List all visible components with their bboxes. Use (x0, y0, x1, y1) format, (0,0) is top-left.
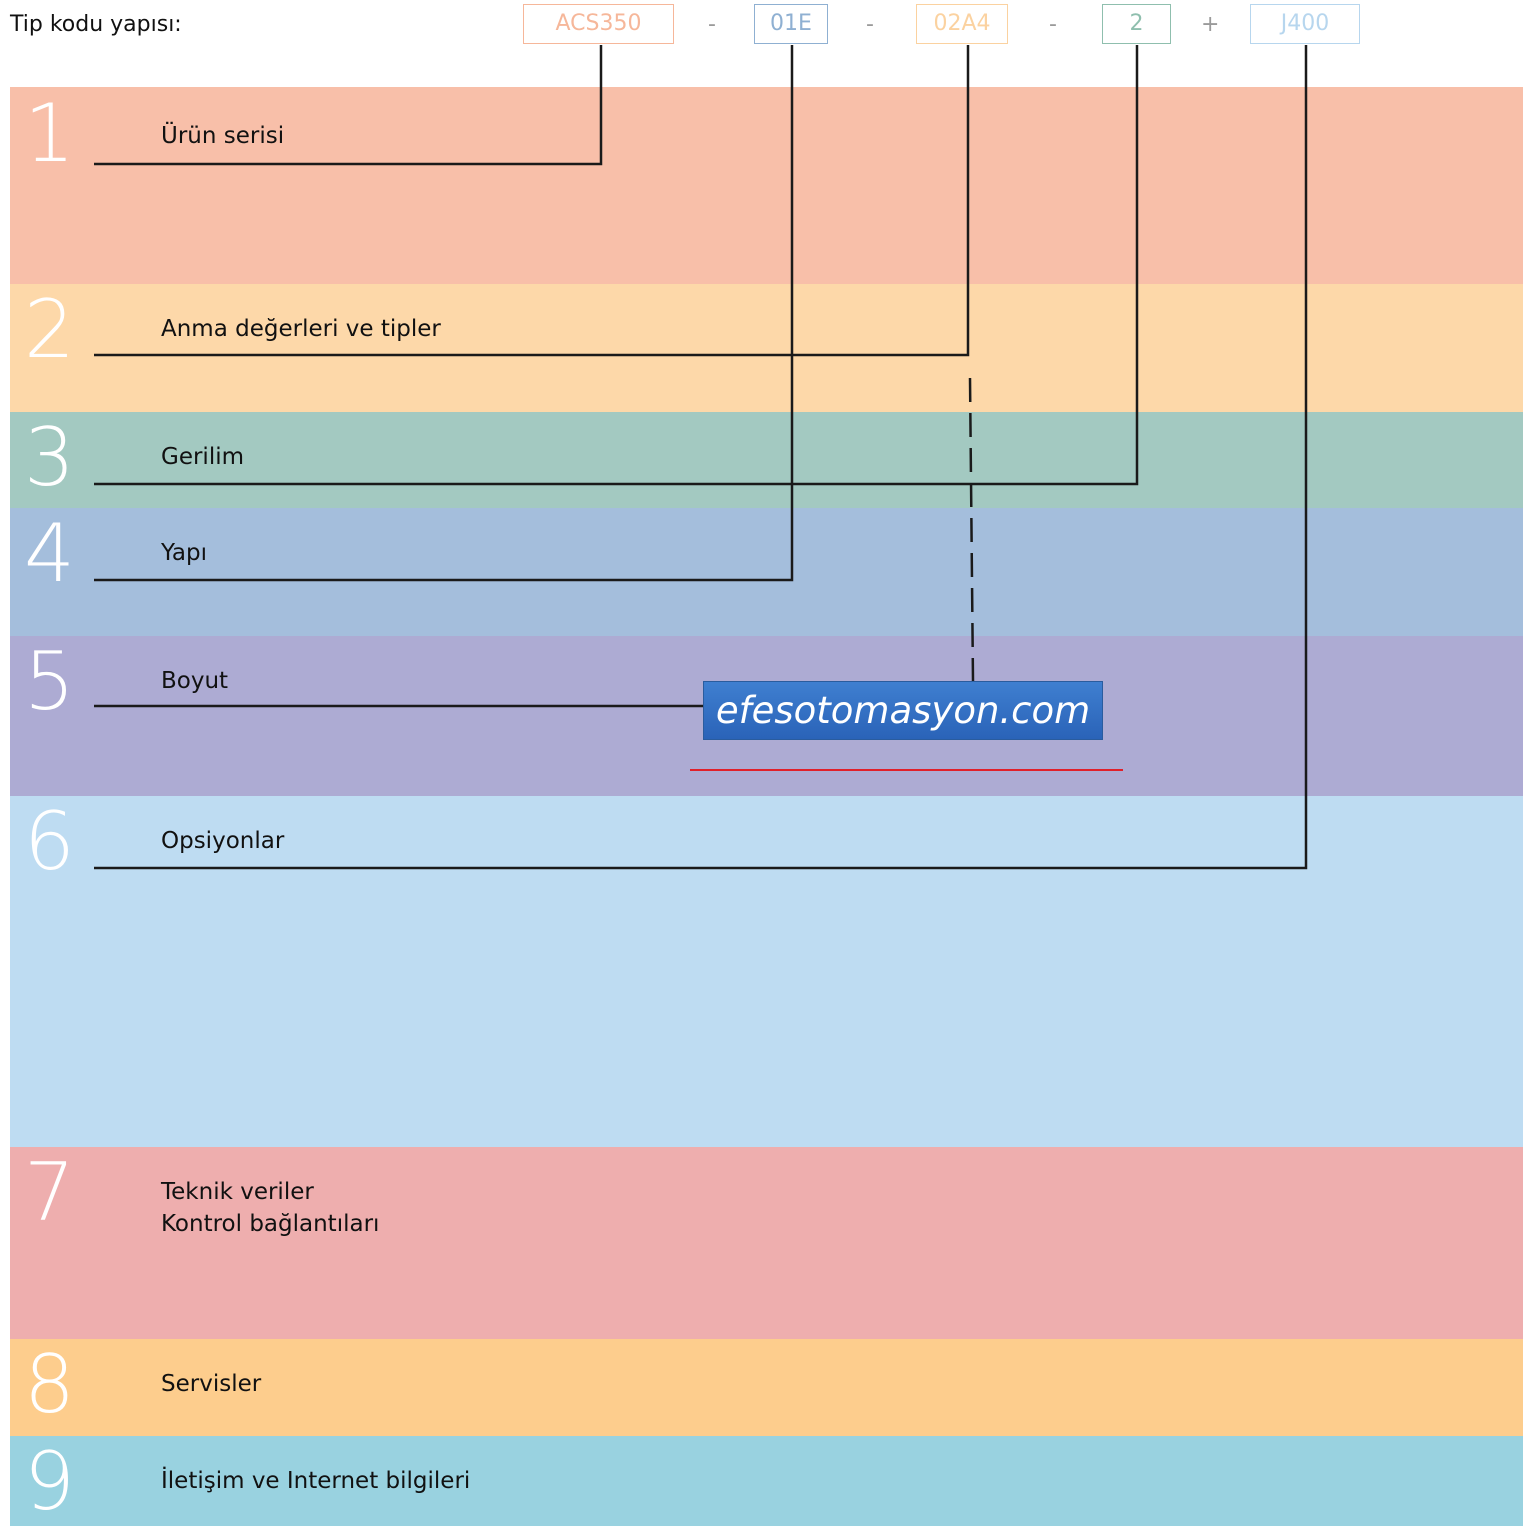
code-separator: + (1201, 12, 1220, 37)
section-band-technical-data: 7 Teknik veriler Kontrol bağlantıları (10, 1147, 1523, 1339)
code-separator: - (708, 12, 716, 37)
code-box-product-series: ACS350 (523, 4, 674, 44)
type-code-title: Tip kodu yapısı: (10, 12, 182, 37)
watermark-logo: efesotomasyon.com (703, 681, 1103, 740)
section-label: İletişim ve Internet bilgileri (161, 1468, 471, 1494)
section-label: Ürün serisi (161, 123, 285, 149)
code-box-options: J400 (1250, 4, 1360, 44)
section-label: Yapı (161, 540, 207, 566)
section-number: 8 (24, 1338, 75, 1431)
section-label: Teknik veriler (161, 1179, 314, 1205)
section-number: 9 (24, 1435, 75, 1528)
section-number: 6 (24, 795, 75, 888)
section-label-secondary: Kontrol bağlantıları (161, 1211, 380, 1237)
section-band-product-series: 1 Ürün serisi (10, 87, 1523, 284)
section-number: 2 (24, 283, 75, 376)
section-number: 1 (24, 87, 75, 180)
code-box-construction: 01E (754, 4, 828, 44)
section-label: Opsiyonlar (161, 828, 285, 854)
section-number: 3 (24, 411, 75, 504)
section-label: Gerilim (161, 444, 245, 470)
section-band-construction: 4 Yapı (10, 508, 1523, 636)
section-band-voltage: 3 Gerilim (10, 412, 1523, 508)
section-band-services: 8 Servisler (10, 1339, 1523, 1436)
section-label: Boyut (161, 668, 229, 694)
code-separator: - (1049, 12, 1057, 37)
section-band-contact: 9 İletişim ve Internet bilgileri (10, 1436, 1523, 1526)
section-number: 4 (24, 507, 75, 600)
section-band-ratings: 2 Anma değerleri ve tipler (10, 284, 1523, 412)
section-number: 5 (24, 635, 75, 728)
section-label: Anma değerleri ve tipler (161, 316, 441, 342)
section-band-options: 6 Opsiyonlar (10, 796, 1523, 1147)
section-number: 7 (24, 1146, 75, 1239)
code-separator: - (866, 12, 874, 37)
code-box-rating: 02A4 (916, 4, 1008, 44)
red-divider (690, 769, 1123, 771)
code-box-voltage: 2 (1102, 4, 1171, 44)
section-label: Servisler (161, 1371, 262, 1397)
